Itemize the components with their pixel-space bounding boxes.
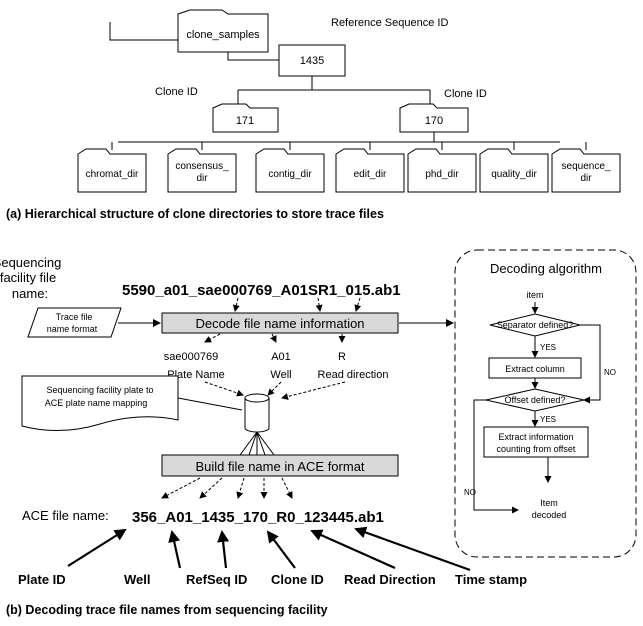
dir-folder-label: dir — [196, 173, 208, 184]
label-time-stamp: Time stamp — [455, 572, 527, 587]
algo-extract-column-text: Extract column — [505, 364, 565, 374]
reference-sequence-label: Reference Sequence ID — [331, 17, 448, 29]
part-read-value: R — [338, 351, 346, 363]
algo-arrow-no1 — [580, 324, 601, 404]
label-clone-id: Clone ID — [271, 572, 324, 587]
directory-tree: clone_samples Reference Sequence ID 1435… — [77, 9, 621, 193]
algo-item: item — [526, 290, 543, 300]
algorithm-panel — [454, 249, 637, 558]
part-plate-value: sae000769 — [164, 351, 218, 363]
label-refseq-id: RefSeq ID — [186, 572, 247, 587]
algo-no2: NO — [464, 488, 476, 497]
caption-b: (b) Decoding trace file names from seque… — [6, 603, 328, 617]
decode-box — [161, 312, 399, 334]
dir-folder-label: quality_dir — [491, 169, 537, 180]
part-plate-label: Plate Name — [167, 369, 224, 381]
algo-arrow-no2 — [473, 399, 519, 514]
clone-id-label-left: Clone ID — [155, 86, 198, 98]
part-well-label: Well — [270, 369, 291, 381]
part-read-label: Read direction — [318, 369, 389, 381]
connector-1435-clones — [237, 76, 431, 104]
algo-extract-info-line2: counting from offset — [497, 444, 576, 454]
decode-box-label: Decode file name information — [195, 316, 364, 331]
dir-folder — [335, 148, 405, 193]
dir-folder — [255, 148, 325, 193]
database-icon — [244, 393, 270, 433]
filename-split-arrows — [204, 297, 362, 343]
algo-decoded-line2: decoded — [532, 510, 567, 520]
trace-format-line1: Trace file — [56, 312, 93, 322]
facility-label-line2: facility file — [0, 270, 56, 285]
algo-extract-info — [483, 426, 589, 458]
algo-separator-text: Separator defined? — [497, 320, 574, 330]
connector-170-dirs — [118, 132, 560, 143]
dir-folder-label: consensus_ — [175, 161, 229, 172]
folder-170 — [399, 103, 469, 133]
label-well: Well — [124, 572, 151, 587]
mapping-line2: ACE plate name mapping — [45, 398, 148, 408]
node-1435 — [278, 44, 346, 77]
mapping-line1: Sequencing facility plate to — [46, 385, 153, 395]
dir-folder-label: chromat_dir — [86, 169, 139, 180]
facility-filename: 5590_a01_sae000769_A01SR1_015.ab1 — [122, 282, 401, 299]
label-plate-id: Plate ID — [18, 572, 66, 587]
folder-clone-samples-label: clone_samples — [186, 29, 260, 41]
ace-filename: 356_A01_1435_170_R0_123445.ab1 — [132, 509, 384, 526]
trace-format-input — [27, 307, 122, 338]
caption-a: (a) Hierarchical structure of clone dire… — [6, 207, 384, 221]
dir-folder-label: sequence_ — [562, 161, 611, 172]
connector-root-1435 — [227, 52, 279, 61]
clone-id-label-right: Clone ID — [444, 88, 487, 100]
node-1435-label: 1435 — [300, 55, 324, 67]
algo-offset-text: Offset defined? — [505, 395, 566, 405]
mapping-to-database — [177, 397, 243, 411]
algo-yes2: YES — [540, 415, 556, 424]
build-box-label: Build file name in ACE format — [195, 459, 364, 474]
dir-folder-label: edit_dir — [354, 169, 387, 180]
folder-clone-samples — [177, 9, 269, 53]
ace-label: ACE file name: — [22, 508, 109, 523]
mapping-document — [21, 375, 179, 432]
algo-decoded-line1: Item — [540, 498, 558, 508]
dir-folder — [407, 148, 477, 193]
component-arrows — [67, 526, 471, 572]
algo-yes1: YES — [540, 343, 556, 352]
part-well-value: A01 — [271, 351, 291, 363]
dir-folder — [551, 148, 621, 193]
folder-170-label: 170 — [425, 115, 443, 127]
facility-label-line3: name: — [12, 286, 48, 301]
build-to-filename-arrows — [161, 477, 293, 499]
algo-no1: NO — [604, 368, 616, 377]
folder-171 — [212, 103, 279, 133]
parts-to-lookup-arrows — [204, 381, 346, 400]
dir-folder — [77, 148, 147, 193]
algo-extract-info-line1: Extract information — [498, 432, 573, 442]
dir-folder — [479, 148, 549, 193]
root-connector — [109, 22, 178, 41]
dir-folder-label: contig_dir — [268, 169, 312, 180]
trace-format-line2: name format — [47, 324, 98, 334]
dir-folder-label: phd_dir — [425, 169, 459, 180]
dir-folder-label: dir — [580, 173, 592, 184]
build-box — [161, 454, 399, 477]
folder-171-label: 171 — [236, 115, 254, 127]
database-to-build-lines — [239, 431, 275, 456]
algorithm-title: Decoding algorithm — [490, 261, 602, 276]
label-read-direction: Read Direction — [344, 572, 436, 587]
dir-folder — [167, 148, 237, 193]
facility-label-line1: Sequencing — [0, 255, 61, 270]
